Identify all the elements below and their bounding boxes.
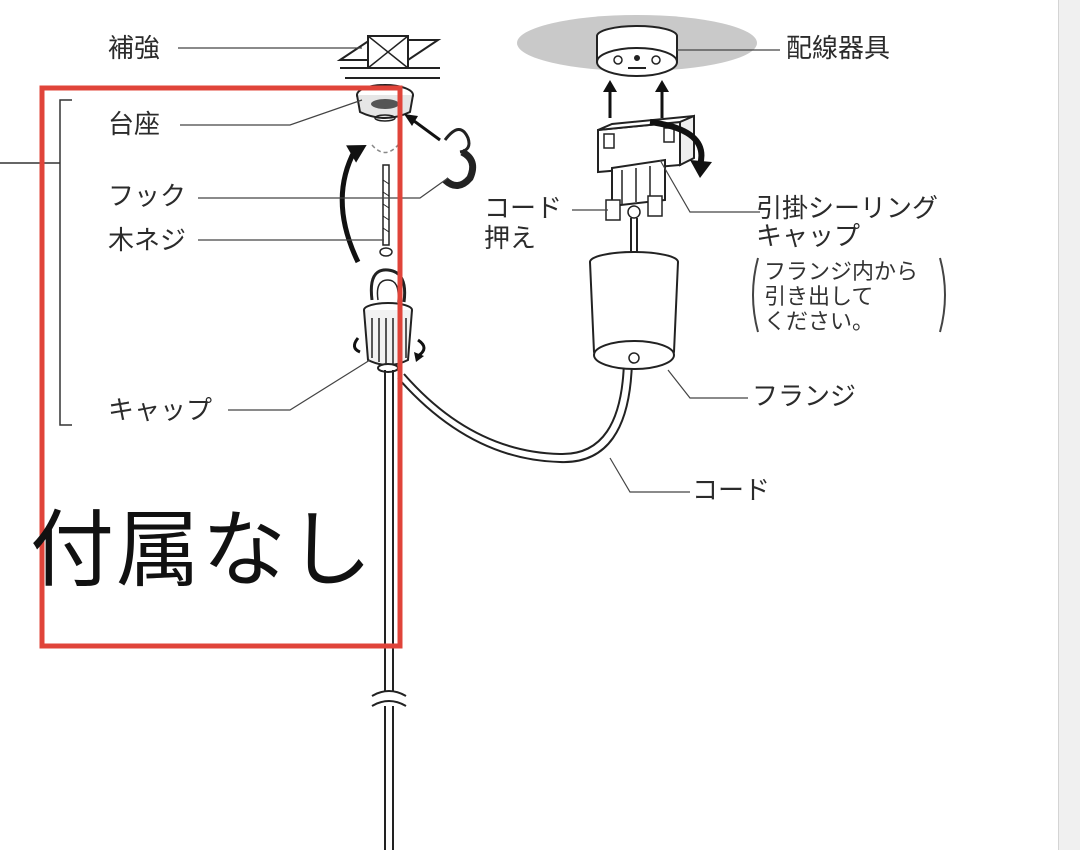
label-reinforcement: 補強 [108,34,161,64]
label-flange: フランジ [752,382,857,412]
group-bracket [59,99,72,426]
reinforcement-block [336,35,442,79]
page-edge-scroll-strip [1058,0,1080,850]
note-paren-left [752,257,759,333]
cord-curve-inner [403,359,625,456]
label-ceiling-cap-line1: 引掛シーリング [756,194,939,224]
label-ceiling-cap-line2: キャップ [756,222,861,252]
ceiling-cap [597,114,695,221]
note-line3: ください。 [764,310,875,335]
note-paren-right [939,257,946,333]
label-wood-screw: 木ネジ [108,226,187,256]
hook-arrow [409,116,441,142]
callout-box [39,85,403,649]
hook [442,128,477,189]
cord-curve-outer [397,359,633,464]
wood-screw [379,164,393,257]
label-base: 台座 [108,110,161,140]
label-cap: キャップ [108,396,213,426]
note-line2: 引き出して [764,285,874,310]
hanging-cord [371,370,407,850]
label-wiring-device: 配線器具 [786,34,891,64]
label-hook: フック [108,182,187,212]
wiring-device [596,25,678,77]
rotate-arrow [649,119,705,166]
label-cord-holder-line2: 押え [484,224,537,254]
callout-not-included-text: 付属なし [30,501,375,599]
insert-arrows [603,80,669,118]
cap-assembly [353,268,426,373]
note-line1: フランジ内から [764,260,919,285]
lift-arrow [339,148,361,264]
label-cord-holder-line1: コード [484,194,563,224]
flange [589,251,679,370]
label-cord: コード [692,476,771,506]
